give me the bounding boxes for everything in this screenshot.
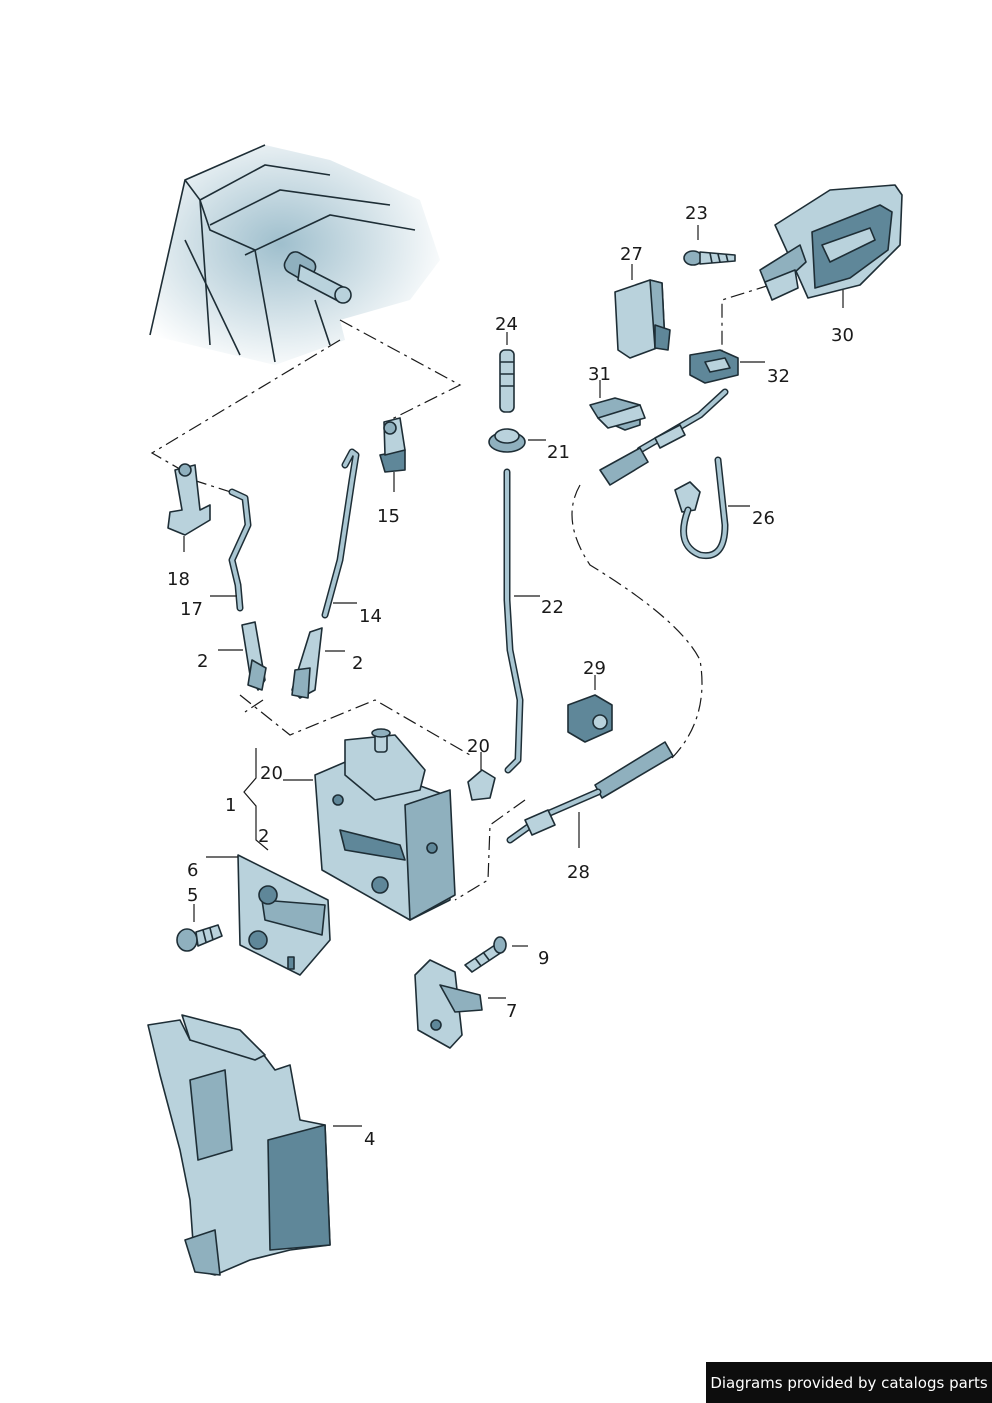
- cover-4: [147, 1014, 331, 1276]
- cable-28: [506, 741, 674, 844]
- callout-2-right: 2: [352, 653, 363, 674]
- connection-lines: [150, 265, 771, 901]
- callout-4: 4: [364, 1129, 375, 1150]
- callout-24: 24: [495, 314, 518, 335]
- screw-9: [464, 936, 507, 973]
- rod-22: [503, 468, 524, 774]
- clip-29: [567, 694, 613, 743]
- callout-18: 18: [167, 569, 190, 590]
- callout-21: 21: [547, 442, 570, 463]
- callout-29: 29: [583, 658, 606, 679]
- door-lock-assembly: [314, 728, 456, 921]
- foam-pad-27: [614, 279, 671, 359]
- cable-upper: [599, 388, 729, 486]
- striker-7: [414, 959, 483, 1049]
- clip-15: [379, 417, 406, 473]
- rod-clip-2a: [241, 621, 267, 691]
- callout-20-right: 20: [467, 736, 490, 757]
- leader-lines: [183, 225, 844, 1127]
- bracket-31: [589, 397, 646, 431]
- callout-1: 1: [225, 795, 236, 816]
- screw-23: [683, 250, 736, 266]
- rod-14: [321, 448, 360, 619]
- cable-tie-26: [674, 456, 729, 560]
- rod-clip-2b: [291, 627, 323, 699]
- credit-banner: Diagrams provided by catalogs parts: [706, 1362, 992, 1403]
- lock-plate-6: [237, 854, 331, 976]
- callout-7: 7: [506, 1001, 517, 1022]
- clip-32: [689, 349, 739, 384]
- callout-30: 30: [831, 325, 854, 346]
- callout-27: 27: [620, 244, 643, 265]
- callout-20-left: 20: [260, 763, 283, 784]
- callout-9: 9: [538, 948, 549, 969]
- callout-31: 31: [588, 364, 611, 385]
- callout-15: 15: [377, 506, 400, 527]
- callout-22: 22: [541, 597, 564, 618]
- callout-labels: 23 27 30 32 24 21 31 26 15 18 17 14 2 2 …: [167, 203, 854, 1150]
- callout-2-left: 2: [197, 651, 208, 672]
- callout-6: 6: [187, 860, 198, 881]
- door-handle-30: [759, 184, 903, 301]
- rod-end-24: [499, 349, 515, 413]
- callout-32: 32: [767, 366, 790, 387]
- callout-5: 5: [187, 885, 198, 906]
- callout-2-lock: 2: [258, 826, 269, 847]
- callout-28: 28: [567, 862, 590, 883]
- callout-14: 14: [359, 606, 382, 627]
- callout-23: 23: [685, 203, 708, 224]
- screw-5: [176, 924, 223, 952]
- door-panel-illustration: [149, 144, 440, 365]
- callout-26: 26: [752, 508, 775, 529]
- callout-17: 17: [180, 599, 203, 620]
- clip-20: [467, 769, 496, 801]
- rod-17: [228, 488, 252, 612]
- clip-18: [167, 463, 211, 536]
- grommet-21: [488, 428, 526, 453]
